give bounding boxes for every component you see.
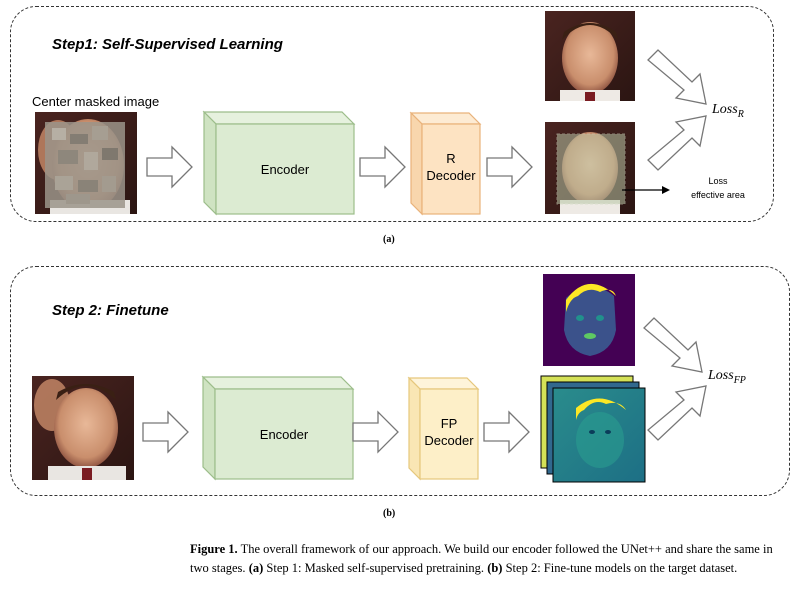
figure-caption: Figure 1. The overall framework of our a…	[190, 540, 794, 578]
effective-area-label: Loss effective area	[672, 174, 764, 202]
caption-b-tag: (b)	[487, 561, 503, 575]
ground-truth-segmentation	[543, 274, 635, 366]
loss-r-main: Loss	[712, 102, 738, 117]
fp-decoder-label-line2: Decoder	[424, 433, 474, 448]
r-decoder-label-line1: R	[446, 151, 456, 166]
loss-fp-sub: FP	[733, 374, 746, 386]
loss-r-label: LossR	[712, 102, 744, 120]
finetune-input-image	[32, 376, 134, 480]
arrow-encoder-to-decoder-b	[352, 410, 399, 454]
masked-input-label: Center masked image	[32, 94, 160, 109]
encoder-box-a	[202, 110, 356, 216]
caption-text: The overall framework of our approach. W…	[190, 542, 773, 575]
encoder-box-b	[201, 375, 355, 481]
encoder-a-label: Encoder	[260, 162, 310, 177]
fp-decoder-box	[407, 376, 480, 481]
arrow-input-to-encoder-b	[142, 410, 189, 454]
stage-b-sublabel: (b)	[383, 508, 396, 519]
arrow-recon-to-loss-r	[647, 115, 707, 171]
r-decoder-label: R Decoder	[422, 150, 480, 184]
encoder-b-label: Encoder	[259, 427, 309, 442]
fp-decoder-label: FP Decoder	[420, 415, 478, 449]
caption-lead: Figure 1.	[190, 542, 238, 556]
caption-a-tag: (a)	[248, 561, 264, 575]
arrow-target-to-loss-r	[647, 49, 707, 105]
effective-area-line2: effective area	[691, 190, 745, 200]
loss-fp-label: LossFP	[708, 368, 746, 386]
stage-a-title: Step1: Self-Supervised Learning	[52, 36, 283, 53]
predicted-segmentation-stack	[540, 375, 646, 483]
stage-b-panel	[10, 266, 790, 496]
fp-decoder-label-line1: FP	[440, 416, 458, 431]
masked-input-image	[35, 112, 137, 214]
r-decoder-box	[409, 111, 482, 216]
arrow-input-to-encoder-a	[146, 145, 193, 189]
effective-area-line1: Loss	[708, 176, 728, 186]
caption-b-text: Step 2: Fine-tune models on the target d…	[502, 561, 738, 575]
caption-a-text: Step 1: Masked self-supervised pretraini…	[263, 561, 488, 575]
target-image	[545, 11, 635, 101]
arrow-decoder-to-output-a	[486, 145, 533, 189]
stage-a-panel	[10, 6, 774, 222]
loss-r-sub: R	[737, 108, 744, 120]
stage-a-sublabel: (a)	[383, 234, 395, 245]
arrow-pred-to-loss-fp	[647, 385, 707, 441]
reconstructed-image	[545, 122, 635, 214]
arrow-decoder-to-output-b	[483, 410, 530, 454]
arrow-gt-to-loss-fp	[643, 317, 703, 373]
r-decoder-label-line2: Decoder	[426, 168, 476, 183]
loss-fp-main: Loss	[708, 368, 734, 383]
arrow-encoder-to-decoder-a	[359, 145, 406, 189]
stage-b-title: Step 2: Finetune	[52, 302, 169, 319]
